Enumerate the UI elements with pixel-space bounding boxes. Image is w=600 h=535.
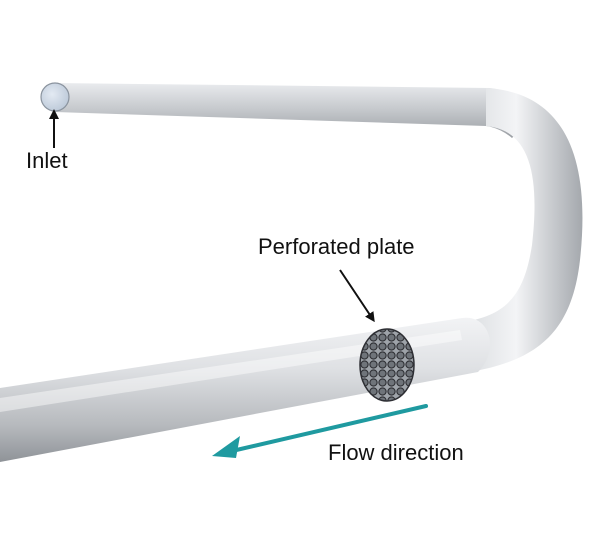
plate-pointer-arrow [339,269,375,323]
inlet-face [40,82,70,112]
flow-direction-label: Flow direction [328,440,464,465]
upper-pipe [55,83,538,138]
inlet-label: Inlet [26,148,68,173]
perforated-plate-mesh [359,328,415,402]
lower-pipe-highlight [0,330,462,412]
pipe-bend [462,88,583,372]
perforated-plate-label: Perforated plate [258,234,415,259]
flow-direction-arrow [212,404,428,458]
